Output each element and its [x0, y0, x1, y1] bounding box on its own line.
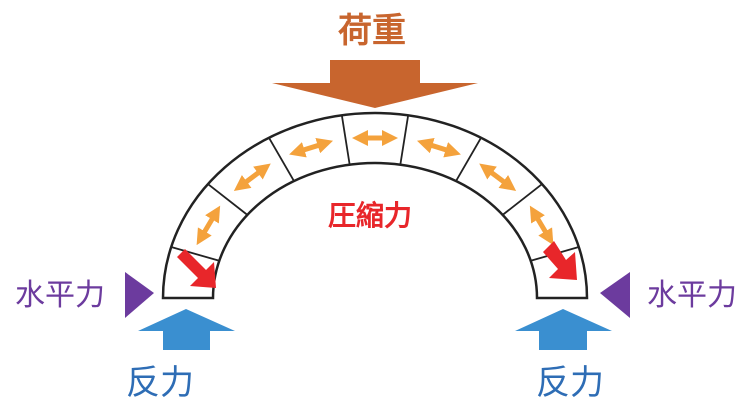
compression-arrow	[529, 205, 554, 246]
voussoir-joint	[455, 137, 482, 182]
horizontal-label-right: 水平力	[647, 278, 737, 313]
voussoir-joint	[502, 183, 543, 216]
thrust-arrow-left	[174, 249, 216, 288]
horizontal-arrow-left	[125, 272, 154, 318]
compression-label: 圧縮力	[328, 199, 412, 232]
reaction-arrow-right	[515, 309, 612, 350]
voussoir-joint	[340, 115, 351, 165]
compression-arrow	[416, 137, 461, 158]
reaction-arrow-left	[138, 309, 235, 350]
thrust-arrow-right	[543, 241, 577, 280]
compression-arrow	[479, 163, 517, 191]
voussoir-joint	[170, 246, 220, 262]
arch-ring	[161, 111, 589, 300]
voussoir-joint	[207, 183, 248, 216]
horizontal-label-left: 水平力	[15, 278, 105, 313]
load-label: 荷重	[338, 11, 406, 51]
voussoir-joint	[399, 115, 410, 165]
compression-arrow	[196, 205, 221, 246]
reaction-label-left: 反力	[126, 363, 194, 403]
horizontal-arrow-right	[600, 272, 630, 318]
voussoir-joint	[268, 137, 295, 182]
compression-arrow	[233, 163, 271, 191]
compression-arrow	[289, 137, 334, 158]
reaction-label-right: 反力	[536, 363, 604, 403]
load-arrow	[272, 60, 478, 108]
thrust-arrows	[174, 241, 577, 288]
compression-arrows	[196, 129, 554, 246]
